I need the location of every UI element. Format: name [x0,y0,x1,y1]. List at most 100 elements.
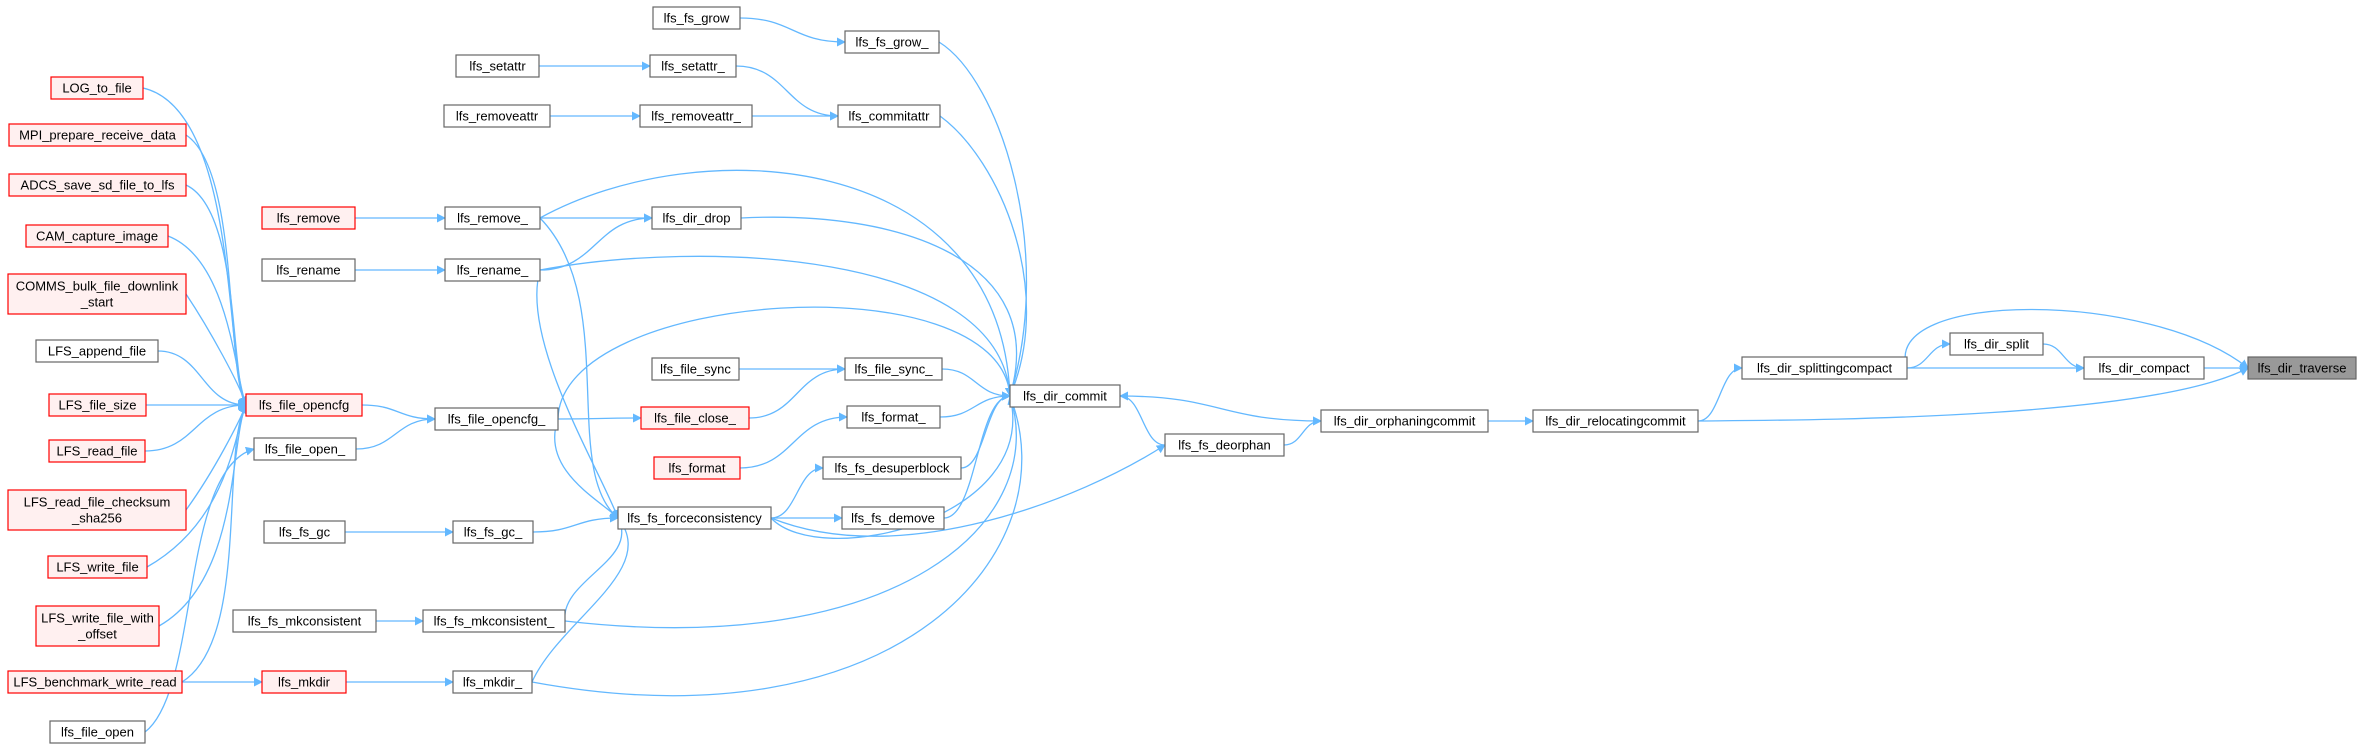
node-label: lfs_mkdir_ [463,675,523,690]
node-lfs_setattr[interactable]: lfs_setattr [455,54,540,78]
node-box [7,273,187,315]
node-MPI_prepare_receive_data[interactable]: MPI_prepare_receive_data [8,123,187,147]
node-lfs_remove_[interactable]: lfs_remove_ [444,206,541,230]
node-box [35,339,159,363]
edge-LFS_write_file_with_offset-to-lfs_file_opencfg [158,404,247,627]
node-box [263,520,346,544]
node-label: lfs_dir_split [1964,337,2029,352]
node-label: lfs_fs_gc_ [464,525,523,540]
edge-lfs_commitattr-to-lfs_dir_commit [939,115,1028,397]
edge-line [735,65,839,121]
edge-lfs_mkdir_-to-lfs_fs_forceconsistency [531,517,629,683]
node-box [1009,384,1121,408]
node-label: lfs_file_sync [660,362,731,377]
node-lfs_fs_desuperblock[interactable]: lfs_fs_desuperblock [822,456,962,480]
node-label: lfs_rename_ [457,263,529,278]
node-lfs_dir_split[interactable]: lfs_dir_split [1949,332,2044,356]
node-label: lfs_fs_desuperblock [835,461,950,476]
node-lfs_format_[interactable]: lfs_format_ [846,405,941,429]
edge-lfs_format-to-lfs_format_ [739,412,848,469]
node-lfs_fs_deorphan[interactable]: lfs_fs_deorphan [1164,433,1285,457]
node-label: lfs_commitattr [849,109,931,124]
node-LFS_write_file_with_offset[interactable]: LFS_write_file_with_offset [35,605,160,647]
node-box [639,104,753,128]
node-LFS_write_file[interactable]: LFS_write_file [47,555,148,579]
node-box [652,6,741,30]
node-lfs_setattr_[interactable]: lfs_setattr_ [649,54,737,78]
node-LFS_read_file_checksum_sha256[interactable]: LFS_read_file_checksum_sha256 [7,489,187,531]
node-lfs_mkdir[interactable]: lfs_mkdir [261,670,347,694]
node-CAM_capture_image[interactable]: CAM_capture_image [25,224,169,248]
edge-lfs_file_open-to-lfs_file_open_ [144,446,255,733]
edge-line [158,404,247,627]
node-lfs_dir_commit[interactable]: lfs_dir_commit [1009,384,1121,408]
node-lfs_remove[interactable]: lfs_remove [261,206,356,230]
node-lfs_file_sync[interactable]: lfs_file_sync [651,357,740,381]
edge-line [2042,343,2085,373]
node-lfs_fs_mkconsistent[interactable]: lfs_fs_mkconsistent [232,609,377,633]
node-lfs_dir_orphaningcommit[interactable]: lfs_dir_orphaningcommit [1320,409,1489,433]
node-lfs_file_opencfg_[interactable]: lfs_file_opencfg_ [434,407,559,431]
edge-line [554,418,619,519]
edge-lfs_file_opencfg-to-lfs_file_opencfg_ [361,404,436,424]
node-lfs_dir_drop[interactable]: lfs_dir_drop [651,206,742,230]
edge-line [564,395,1017,629]
node-lfs_fs_grow_[interactable]: lfs_fs_grow_ [844,30,940,54]
node-box [822,456,962,480]
node-lfs_dir_splittingcompact[interactable]: lfs_dir_splittingcompact [1741,356,1908,380]
node-lfs_mkdir_[interactable]: lfs_mkdir_ [452,670,533,694]
node-LFS_read_file[interactable]: LFS_read_file [48,439,146,463]
node-lfs_dir_compact[interactable]: lfs_dir_compact [2083,356,2205,380]
node-lfs_fs_forceconsistency[interactable]: lfs_fs_forceconsistency [617,506,772,530]
node-lfs_dir_relocatingcommit[interactable]: lfs_dir_relocatingcommit [1532,409,1699,433]
edge-lfs_fs_deorphan-to-lfs_dir_orphaningcommit [1283,416,1322,446]
node-lfs_file_opencfg[interactable]: lfs_file_opencfg [245,393,363,417]
node-lfs_file_open_[interactable]: lfs_file_open_ [253,437,357,461]
node-label: lfs_dir_orphaningcommit [1334,414,1476,429]
node-lfs_file_sync_[interactable]: lfs_file_sync_ [844,357,943,381]
node-lfs_fs_grow[interactable]: lfs_fs_grow [652,6,741,30]
node-lfs_file_open[interactable]: lfs_file_open [49,720,146,744]
edge-lfs_fs_mkconsistent_-to-lfs_fs_forceconsistency [564,517,626,622]
edge-LFS_append_file-to-lfs_file_opencfg [157,350,247,410]
edge-lfs_fs_forceconsistency-to-lfs_fs_desuperblock [770,463,824,519]
node-lfs_rename_[interactable]: lfs_rename_ [444,258,541,282]
edge-lfs_remove_-to-lfs_dir_commit [539,169,1015,397]
edge-line [748,364,846,419]
node-label: lfs_fs_gc [279,525,331,540]
node-LFS_file_size[interactable]: LFS_file_size [48,393,147,417]
node-label: LFS_read_file [57,444,138,459]
edge-lfs_dir_relocatingcommit-to-lfs_dir_traverse [1697,367,2249,422]
node-lfs_file_close_[interactable]: lfs_file_close_ [640,406,750,430]
node-box [35,605,160,647]
node-LFS_benchmark_write_read[interactable]: LFS_benchmark_write_read [7,670,183,694]
node-label: LFS_write_file [56,560,138,575]
node-lfs_format[interactable]: lfs_format [653,456,741,480]
node-label: LFS_file_size [58,398,136,413]
edge-lfs_remove_-to-lfs_fs_forceconsistency [539,217,619,519]
node-box [651,357,740,381]
node-lfs_removeattr_[interactable]: lfs_removeattr_ [639,104,753,128]
node-LFS_append_file[interactable]: LFS_append_file [35,339,159,363]
node-LOG_to_file[interactable]: LOG_to_file [50,76,144,100]
node-lfs_removeattr[interactable]: lfs_removeattr [443,104,551,128]
node-label: lfs_format [668,461,725,476]
node-COMMS_bulk_file_downlink_start[interactable]: COMMS_bulk_file_downlink_start [7,273,187,315]
edge-line [144,446,255,733]
node-lfs_fs_mkconsistent_[interactable]: lfs_fs_mkconsistent_ [422,609,566,633]
node-label: lfs_fs_forceconsistency [627,511,762,526]
node-label: lfs_file_opencfg [259,398,349,413]
node-lfs_fs_demove[interactable]: lfs_fs_demove [841,506,945,530]
edge-LFS_benchmark_write_read-to-lfs_file_opencfg [181,404,247,683]
node-label: lfs_mkdir [278,675,331,690]
node-ADCS_save_sd_file_to_lfs[interactable]: ADCS_save_sd_file_to_lfs [8,173,187,197]
node-lfs_commitattr[interactable]: lfs_commitattr [837,104,941,128]
node-lfs_fs_gc[interactable]: lfs_fs_gc [263,520,346,544]
node-label: lfs_fs_grow [664,11,730,26]
node-lfs_fs_gc_[interactable]: lfs_fs_gc_ [452,520,534,544]
node-box [7,489,187,531]
node-box [7,670,183,694]
node-lfs_rename[interactable]: lfs_rename [261,258,356,282]
edge-lfs_dir_split-to-lfs_dir_compact [2042,343,2085,373]
edge-MPI_prepare_receive_data-to-lfs_file_opencfg [185,134,247,406]
